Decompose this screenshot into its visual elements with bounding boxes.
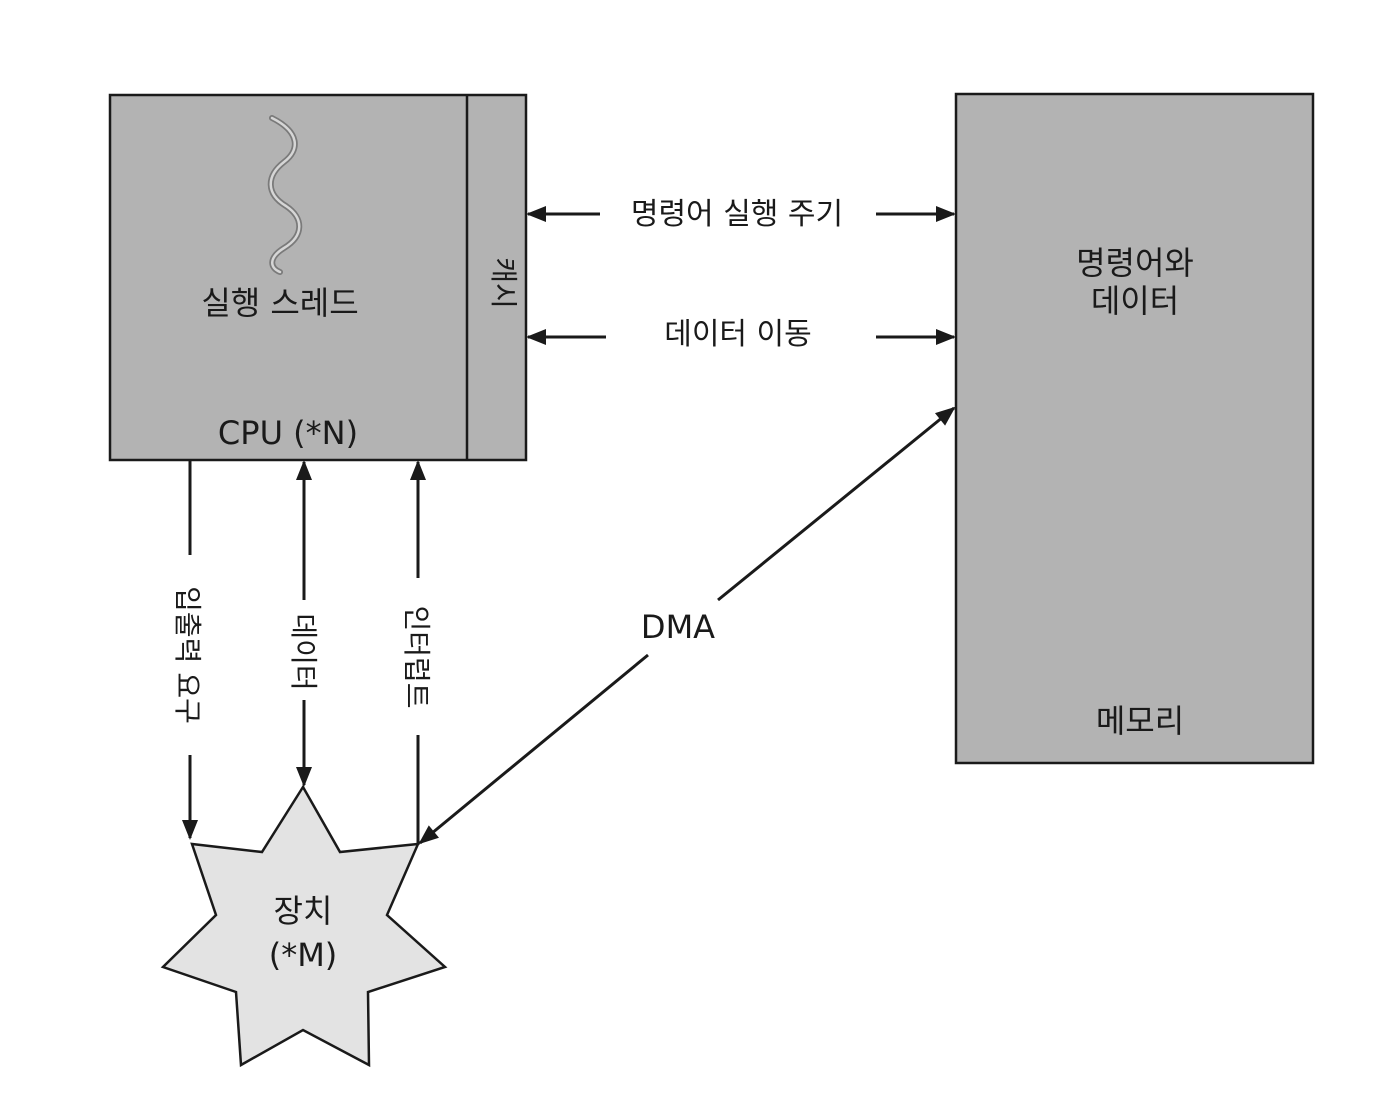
instruction-cycle-label: 명령어 실행 주기 <box>631 197 843 232</box>
device-block: 장치 (*M) <box>160 784 448 1068</box>
dma-link: DMA <box>418 406 956 845</box>
memory-box <box>954 92 1315 765</box>
interrupt-label: 인터럽트 <box>400 605 433 708</box>
dma-arrow-device <box>418 653 649 845</box>
device-star <box>160 784 448 1068</box>
io-request-link: 입출력 요구 <box>171 460 204 840</box>
device-label-line1: 장치 <box>274 892 333 930</box>
instruction-cycle-link: 명령어 실행 주기 <box>526 197 956 232</box>
dma-arrow-memory <box>717 406 956 602</box>
memory-label: 메모리 <box>1096 702 1184 740</box>
interrupt-link: 인터럽트 <box>400 460 433 845</box>
thread-label: 실행 스레드 <box>201 284 358 322</box>
memory-content-line1: 명령어와 <box>1076 244 1194 282</box>
cpu-box <box>108 93 528 462</box>
data-label: 데이터 <box>287 613 320 690</box>
data-movement-link: 데이터 이동 <box>526 317 956 352</box>
memory-block: 명령어와 데이터 메모리 <box>954 92 1315 765</box>
device-label-line2: (*M) <box>269 936 338 974</box>
dma-label: DMA <box>641 608 715 646</box>
thread-wave-icon <box>267 115 303 275</box>
data-link: 데이터 <box>287 460 320 787</box>
memory-content-line2: 데이터 <box>1091 282 1179 320</box>
data-movement-label: 데이터 이동 <box>664 317 812 352</box>
cpu-block: 실행 스레드 CPU (*N) 캐시 <box>108 93 528 462</box>
cpu-label: CPU (*N) <box>218 414 358 452</box>
cache-label: 캐시 <box>487 257 520 309</box>
io-request-label: 입출력 요구 <box>171 586 204 724</box>
